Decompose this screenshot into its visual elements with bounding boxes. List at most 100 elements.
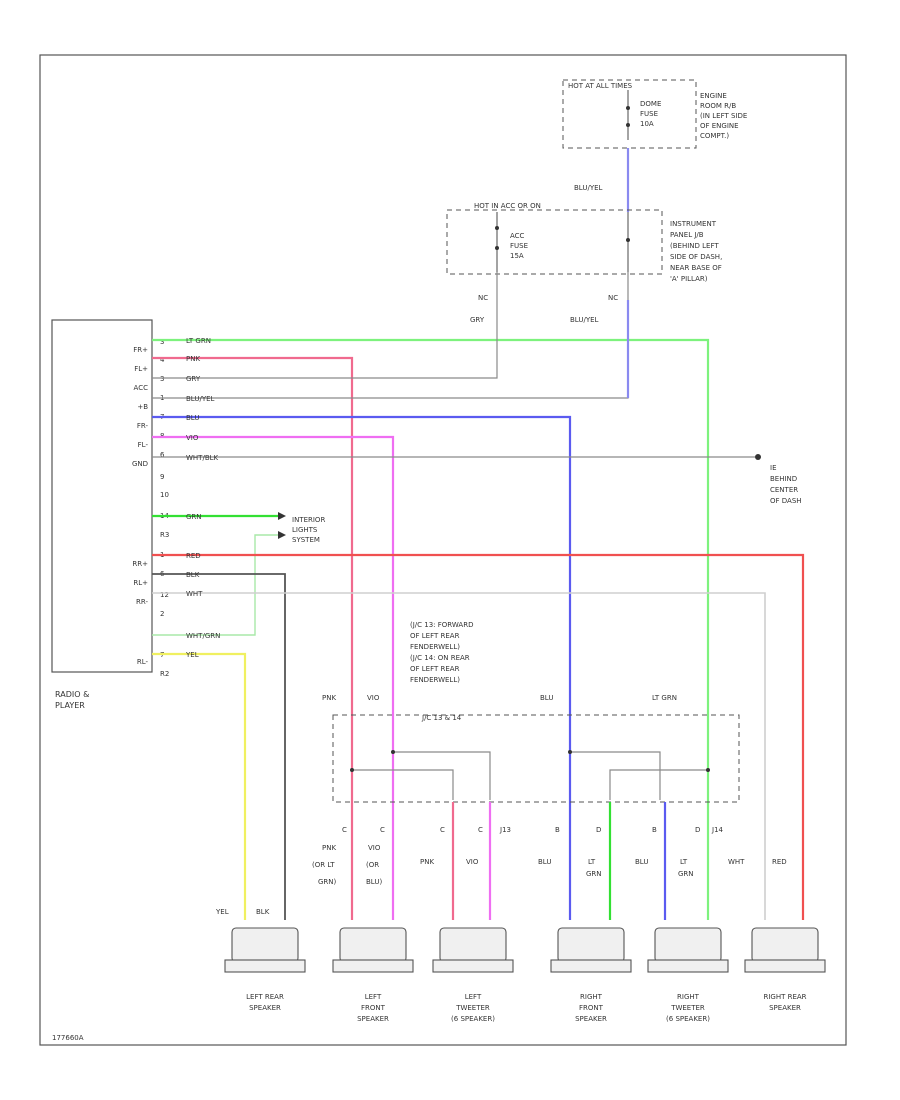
acc-fuse-header: HOT IN ACC OR ON: [474, 202, 541, 210]
radio-pin-numbers: 3 4 3 1 7 8 6 9 10 14 R3 1 6 12 2 7 R2: [160, 338, 169, 678]
svg-text:10: 10: [160, 491, 169, 499]
pin-fl-minus: FL-: [138, 441, 149, 449]
svg-text:(OR: (OR: [366, 861, 379, 869]
svg-text:BLU: BLU: [635, 858, 648, 866]
radio-player-unit: RADIO & PLAYER: [51, 319, 153, 710]
svg-text:FENDERWELL): FENDERWELL): [410, 643, 460, 651]
svg-text:C: C: [342, 826, 347, 834]
wire-label-blu-yel-upper: BLU/YEL: [574, 184, 603, 192]
pin-rr-minus: RR-: [136, 598, 148, 606]
svg-text:VIO: VIO: [186, 434, 199, 442]
wire-wht-grn-interior: [152, 534, 278, 636]
svg-text:BLU): BLU): [366, 878, 382, 886]
svg-text:ENGINE: ENGINE: [700, 92, 727, 100]
svg-text:SIDE OF DASH,: SIDE OF DASH,: [670, 253, 722, 261]
acc-fuse-line3: 15A: [510, 252, 524, 260]
jc-top-vio: VIO: [367, 694, 380, 702]
svg-text:D: D: [695, 826, 700, 834]
junction-box: [332, 714, 740, 803]
svg-text:FRONT: FRONT: [361, 1004, 386, 1012]
pin-fr-minus: FR-: [137, 422, 149, 430]
svg-text:BLK: BLK: [256, 908, 270, 916]
svg-text:LT: LT: [588, 858, 596, 866]
svg-text:OF ENGINE: OF ENGINE: [700, 122, 739, 130]
fuse-hot-at-all-times: HOT AT ALL TIMES: [568, 82, 633, 90]
pin-rl-plus: RL+: [133, 579, 148, 587]
jc-top-lt-grn: LT GRN: [652, 694, 677, 702]
svg-text:(IN LEFT SIDE: (IN LEFT SIDE: [700, 112, 747, 120]
junction-description: (J/C 13: FORWARD OF LEFT REAR FENDERWELL…: [410, 621, 473, 684]
wire-vio-fl-minus: [152, 435, 395, 920]
svg-text:R2: R2: [160, 670, 169, 678]
svg-text:(6 SPEAKER): (6 SPEAKER): [451, 1015, 495, 1023]
wire-gry-acc: [152, 272, 498, 379]
svg-text:C: C: [380, 826, 385, 834]
arrow-interior-lights-2: [278, 531, 286, 539]
svg-text:LEFT: LEFT: [365, 993, 382, 1001]
junction-pin-labels: C C C C J13 B D B D J14: [342, 826, 724, 834]
svg-text:GRN): GRN): [318, 878, 337, 886]
radio-pin-labels: FR+ FL+ ACC +B FR- FL- GND RR+ RL+ RR- R…: [132, 346, 149, 666]
svg-text:WHT/GRN: WHT/GRN: [186, 632, 220, 640]
svg-text:(6 SPEAKER): (6 SPEAKER): [666, 1015, 710, 1023]
svg-text:(J/C 14: ON REAR: (J/C 14: ON REAR: [410, 654, 470, 662]
svg-text:WHT: WHT: [186, 590, 203, 598]
svg-text:FRONT: FRONT: [579, 1004, 604, 1012]
svg-text:6: 6: [160, 451, 165, 459]
svg-text:RIGHT: RIGHT: [677, 993, 700, 1001]
svg-text:TWEETER: TWEETER: [455, 1004, 490, 1012]
ground-id: IE: [770, 464, 777, 472]
svg-text:RIGHT: RIGHT: [580, 993, 603, 1001]
svg-text:PNK: PNK: [322, 844, 336, 852]
wire-blu-yel-plus-b: [152, 272, 629, 399]
pin-plus-b: +B: [137, 403, 148, 411]
junction-bus: [350, 750, 710, 800]
svg-text:BLK: BLK: [186, 571, 200, 579]
svg-text:SPEAKER: SPEAKER: [769, 1004, 801, 1012]
speaker-right-rear: RIGHT REAR SPEAKER: [744, 927, 826, 1012]
svg-text:OF LEFT REAR: OF LEFT REAR: [410, 632, 460, 640]
svg-text:9: 9: [160, 473, 164, 481]
svg-text:(BEHIND LEFT: (BEHIND LEFT: [670, 242, 719, 250]
pin-rl-minus: RL-: [137, 658, 149, 666]
svg-text:CENTER: CENTER: [770, 486, 798, 494]
pin-fl-plus: FL+: [134, 365, 148, 373]
svg-text:PNK: PNK: [420, 858, 434, 866]
svg-text:LIGHTS: LIGHTS: [292, 526, 318, 534]
ground-point-ie: [755, 454, 761, 460]
pin-gnd: GND: [132, 460, 148, 468]
svg-text:SYSTEM: SYSTEM: [292, 536, 320, 544]
svg-text:(OR LT: (OR LT: [312, 861, 335, 869]
svg-text:TWEETER: TWEETER: [670, 1004, 705, 1012]
speaker-left-tweeter: LEFT TWEETER (6 SPEAKER): [432, 927, 514, 1023]
svg-text:BLU: BLU: [538, 858, 551, 866]
pin-acc: ACC: [134, 384, 149, 392]
svg-text:RED: RED: [772, 858, 787, 866]
junction-id: J/C 13 & 14: [421, 714, 462, 722]
svg-text:4: 4: [160, 356, 165, 364]
dome-fuse-line2: FUSE: [640, 110, 658, 118]
dome-fuse-line3: 10A: [640, 120, 654, 128]
dome-fuse-line1: DOME: [640, 100, 661, 108]
diagram-code: 177660A: [52, 1034, 84, 1042]
svg-text:B: B: [652, 826, 657, 834]
wire-red-rr-plus: [152, 553, 805, 920]
wire-blk-rl-plus: [152, 573, 286, 920]
svg-text:LEFT REAR: LEFT REAR: [246, 993, 284, 1001]
svg-text:GRN: GRN: [186, 513, 202, 521]
svg-text:RIGHT REAR: RIGHT REAR: [763, 993, 806, 1001]
svg-text:LEFT: LEFT: [465, 993, 482, 1001]
svg-text:(J/C 13: FORWARD: (J/C 13: FORWARD: [410, 621, 473, 629]
svg-text:NEAR BASE OF: NEAR BASE OF: [670, 264, 722, 272]
svg-text:ROOM R/B: ROOM R/B: [700, 102, 736, 110]
svg-text:D: D: [596, 826, 601, 834]
pin-fr-plus: FR+: [133, 346, 148, 354]
engine-room-location: ENGINE ROOM R/B (IN LEFT SIDE OF ENGINE …: [700, 92, 747, 140]
svg-text:SPEAKER: SPEAKER: [249, 1004, 281, 1012]
speaker-left-front: LEFT FRONT SPEAKER: [332, 927, 414, 1023]
svg-text:3: 3: [160, 375, 164, 383]
arrow-interior-lights-1: [278, 512, 286, 520]
svg-text:'A' PILLAR): 'A' PILLAR): [670, 275, 708, 283]
svg-text:C: C: [440, 826, 445, 834]
